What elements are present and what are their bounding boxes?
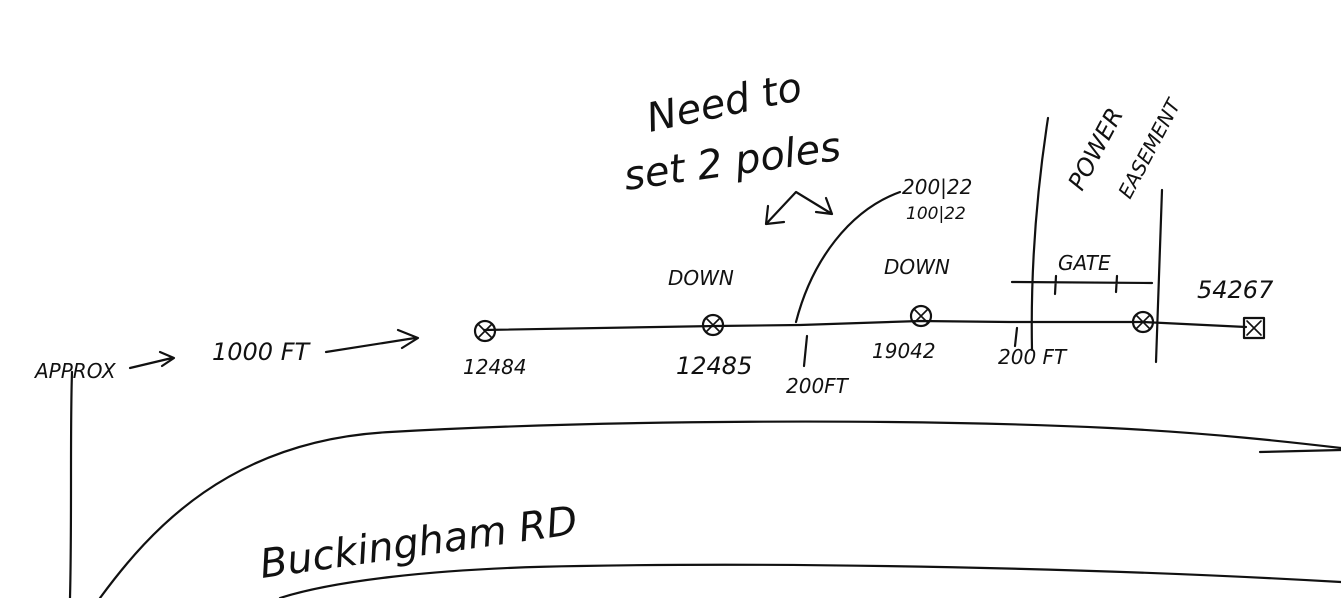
gate-label: GATE: [1058, 251, 1111, 275]
road-edge-stub: [1260, 450, 1341, 452]
span-1-tick: [804, 336, 807, 366]
pole-5-number: 54267: [1197, 276, 1274, 304]
arrow-1: [130, 352, 174, 368]
approx-label: APPROX: [33, 359, 117, 383]
pole-2-number: 12485: [676, 352, 752, 380]
spec-bottom: 100|22: [906, 204, 966, 224]
pole-2-status: DOWN: [668, 266, 734, 290]
note-line-1: Need to: [643, 64, 807, 142]
span-1-label: 200FT: [786, 374, 850, 398]
pole-1: [475, 321, 495, 341]
spec-top: 200|22: [902, 175, 972, 199]
pole-5: [1244, 318, 1264, 338]
double-arrow: [766, 192, 832, 224]
left-boundary-line: [70, 372, 72, 598]
distance-label: 1000 FT: [212, 338, 312, 366]
span-2-tick: [1015, 328, 1017, 346]
road-edge-bottom: [280, 565, 1341, 598]
arrow-2: [326, 330, 418, 352]
easement-line-right: [1156, 190, 1162, 362]
pole-line: [484, 321, 1246, 330]
pole-3-status: DOWN: [884, 255, 950, 279]
pole-3: [911, 306, 931, 326]
pole-3-number: 19042: [872, 339, 936, 363]
pole-1-number: 12484: [463, 355, 527, 379]
easement-line-2: EASEMENT: [1113, 94, 1186, 203]
easement-line-left: [1032, 118, 1048, 350]
